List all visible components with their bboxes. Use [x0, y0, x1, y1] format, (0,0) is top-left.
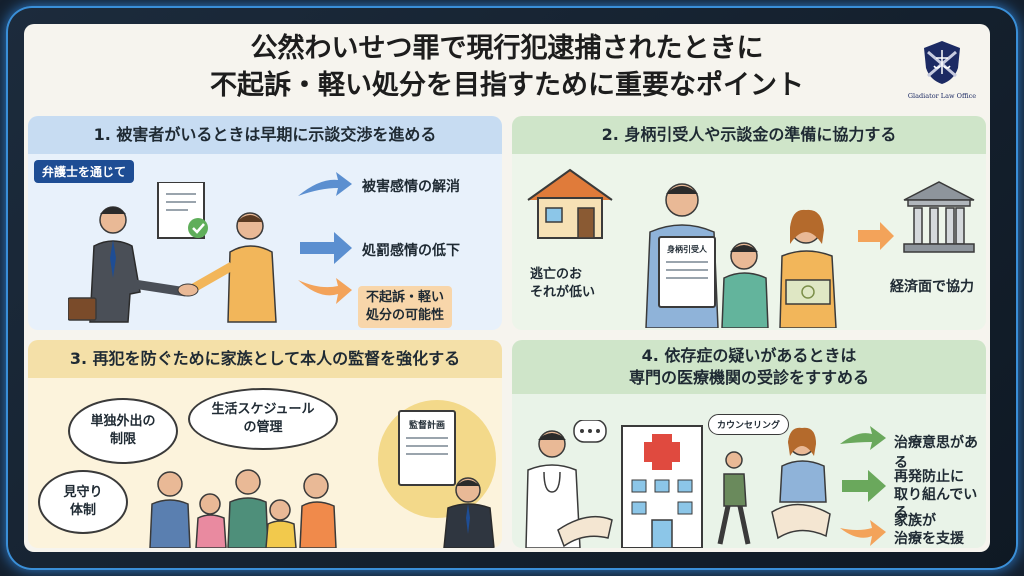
- counseling-bubble: カウンセリング: [708, 414, 790, 435]
- family-illustration: [149, 469, 337, 548]
- house-caption-line-2: それが低い: [530, 285, 596, 300]
- bubble-watch: 見守り 体制: [38, 470, 128, 534]
- panel-settlement: 1. 被害者がいるときは早期に示談交渉を進める 弁護士を通じて: [28, 116, 502, 330]
- green-arrow-icons: [840, 426, 886, 546]
- shield-icon: [924, 41, 960, 84]
- guarantor-document: 身柄引受人: [658, 236, 716, 308]
- title-line-2: 不起訴・軽い処分を目指すために重要なポイント: [210, 70, 804, 101]
- bubble-outing-line-2: 制限: [109, 432, 136, 447]
- arrow-right-icon: [858, 222, 894, 250]
- lawyer-tag: 弁護士を通じて: [34, 160, 135, 183]
- bubble-outing-limit: 単独外出の 制限: [68, 398, 178, 464]
- guarantor-doc-label: 身柄引受人: [667, 245, 707, 254]
- panel-1-heading: 1. 被害者がいるときは早期に示談交渉を進める: [28, 116, 502, 154]
- outcome-treatment-will: 治療意思がある: [894, 435, 978, 471]
- panel-medical: 4. 依存症の疑いがあるときは 専門の医療機関の受診をすすめる: [512, 340, 986, 548]
- handshake-illustration: [68, 182, 277, 323]
- outcome-line-1: 不起訴・軽い: [366, 290, 445, 305]
- bank-icon: [903, 181, 975, 253]
- outcome-family-support: 家族が 治療を支援: [894, 512, 964, 548]
- logo-text: Gladiator Law Office: [907, 92, 977, 100]
- bubble-schedule-line-2: の管理: [243, 420, 283, 435]
- bubble-watch-line-1: 見守り: [63, 485, 103, 500]
- economic-support-caption: 経済面で協力: [890, 279, 974, 295]
- outcome-recurrence-line-2: 取り組んでいる: [894, 487, 978, 521]
- family-guarantor-illustration: [645, 183, 837, 328]
- walking-person-illustration: [717, 451, 751, 545]
- panel-4-heading-line-2: 専門の医療機関の受診をすすめる: [628, 368, 869, 387]
- bubble-watch-line-2: 体制: [69, 503, 96, 518]
- house-caption: 逃亡のお それが低い: [530, 266, 595, 302]
- arrow-icons: [298, 172, 352, 304]
- panel-2-heading: 2. 身柄引受人や示談金の準備に協力する: [512, 116, 986, 154]
- infographic-canvas: 公然わいせつ罪で現行犯逮捕されたときに 不起訴・軽い処分を目指すために重要なポイ…: [24, 24, 990, 552]
- doctor-illustration: [525, 420, 613, 548]
- counselor-illustration: [771, 427, 831, 540]
- outcome-non-prosecution: 不起訴・軽い 処分の可能性: [358, 286, 453, 328]
- outcome-recurrence-line-1: 再発防止に: [894, 469, 964, 485]
- panel-4-heading: 4. 依存症の疑いがあるときは 専門の医療機関の受診をすすめる: [512, 340, 986, 394]
- panel-4-heading-line-1: 4. 依存症の疑いがあるときは: [641, 346, 857, 365]
- supervision-plan-document: 監督計画: [398, 410, 456, 486]
- outcome-family-line-2: 治療を支援: [894, 531, 964, 547]
- house-caption-line-1: 逃亡のお: [530, 267, 583, 282]
- supervision-plan-label: 監督計画: [408, 421, 445, 431]
- hospital-icon: [621, 425, 703, 548]
- bubble-outing-line-1: 単独外出の: [90, 414, 156, 429]
- outcome-recurrence-prevention: 再発防止に 取り組んでいる: [894, 468, 986, 522]
- outcome-punishment-reduced: 処罰感情の低下: [362, 243, 460, 259]
- lawyer-pointing-illustration: [443, 477, 495, 548]
- outcome-family-line-1: 家族が: [894, 513, 936, 529]
- law-office-logo: Gladiator Law Office: [906, 38, 978, 106]
- outcome-emotion-resolved: 被害感情の解消: [362, 179, 460, 195]
- bubble-schedule-line-1: 生活スケジュール: [211, 402, 315, 417]
- panel-guarantor: 2. 身柄引受人や示談金の準備に協力する 逃亡のお それが低い 身柄引受人: [512, 116, 986, 330]
- panel-supervision: 3. 再犯を防ぐために家族として本人の監督を強化する 単独外出の 制限 生活スケ…: [28, 340, 502, 548]
- title-line-1: 公然わいせつ罪で現行犯逮捕されたときに: [250, 33, 764, 64]
- bubble-schedule: 生活スケジュール の管理: [188, 388, 338, 450]
- panel-3-heading: 3. 再犯を防ぐために家族として本人の監督を強化する: [28, 340, 502, 378]
- house-icon: [527, 168, 613, 239]
- outcome-line-2: 処分の可能性: [366, 308, 445, 323]
- page-title: 公然わいせつ罪で現行犯逮捕されたときに 不起訴・軽い処分を目指すために重要なポイ…: [24, 30, 990, 104]
